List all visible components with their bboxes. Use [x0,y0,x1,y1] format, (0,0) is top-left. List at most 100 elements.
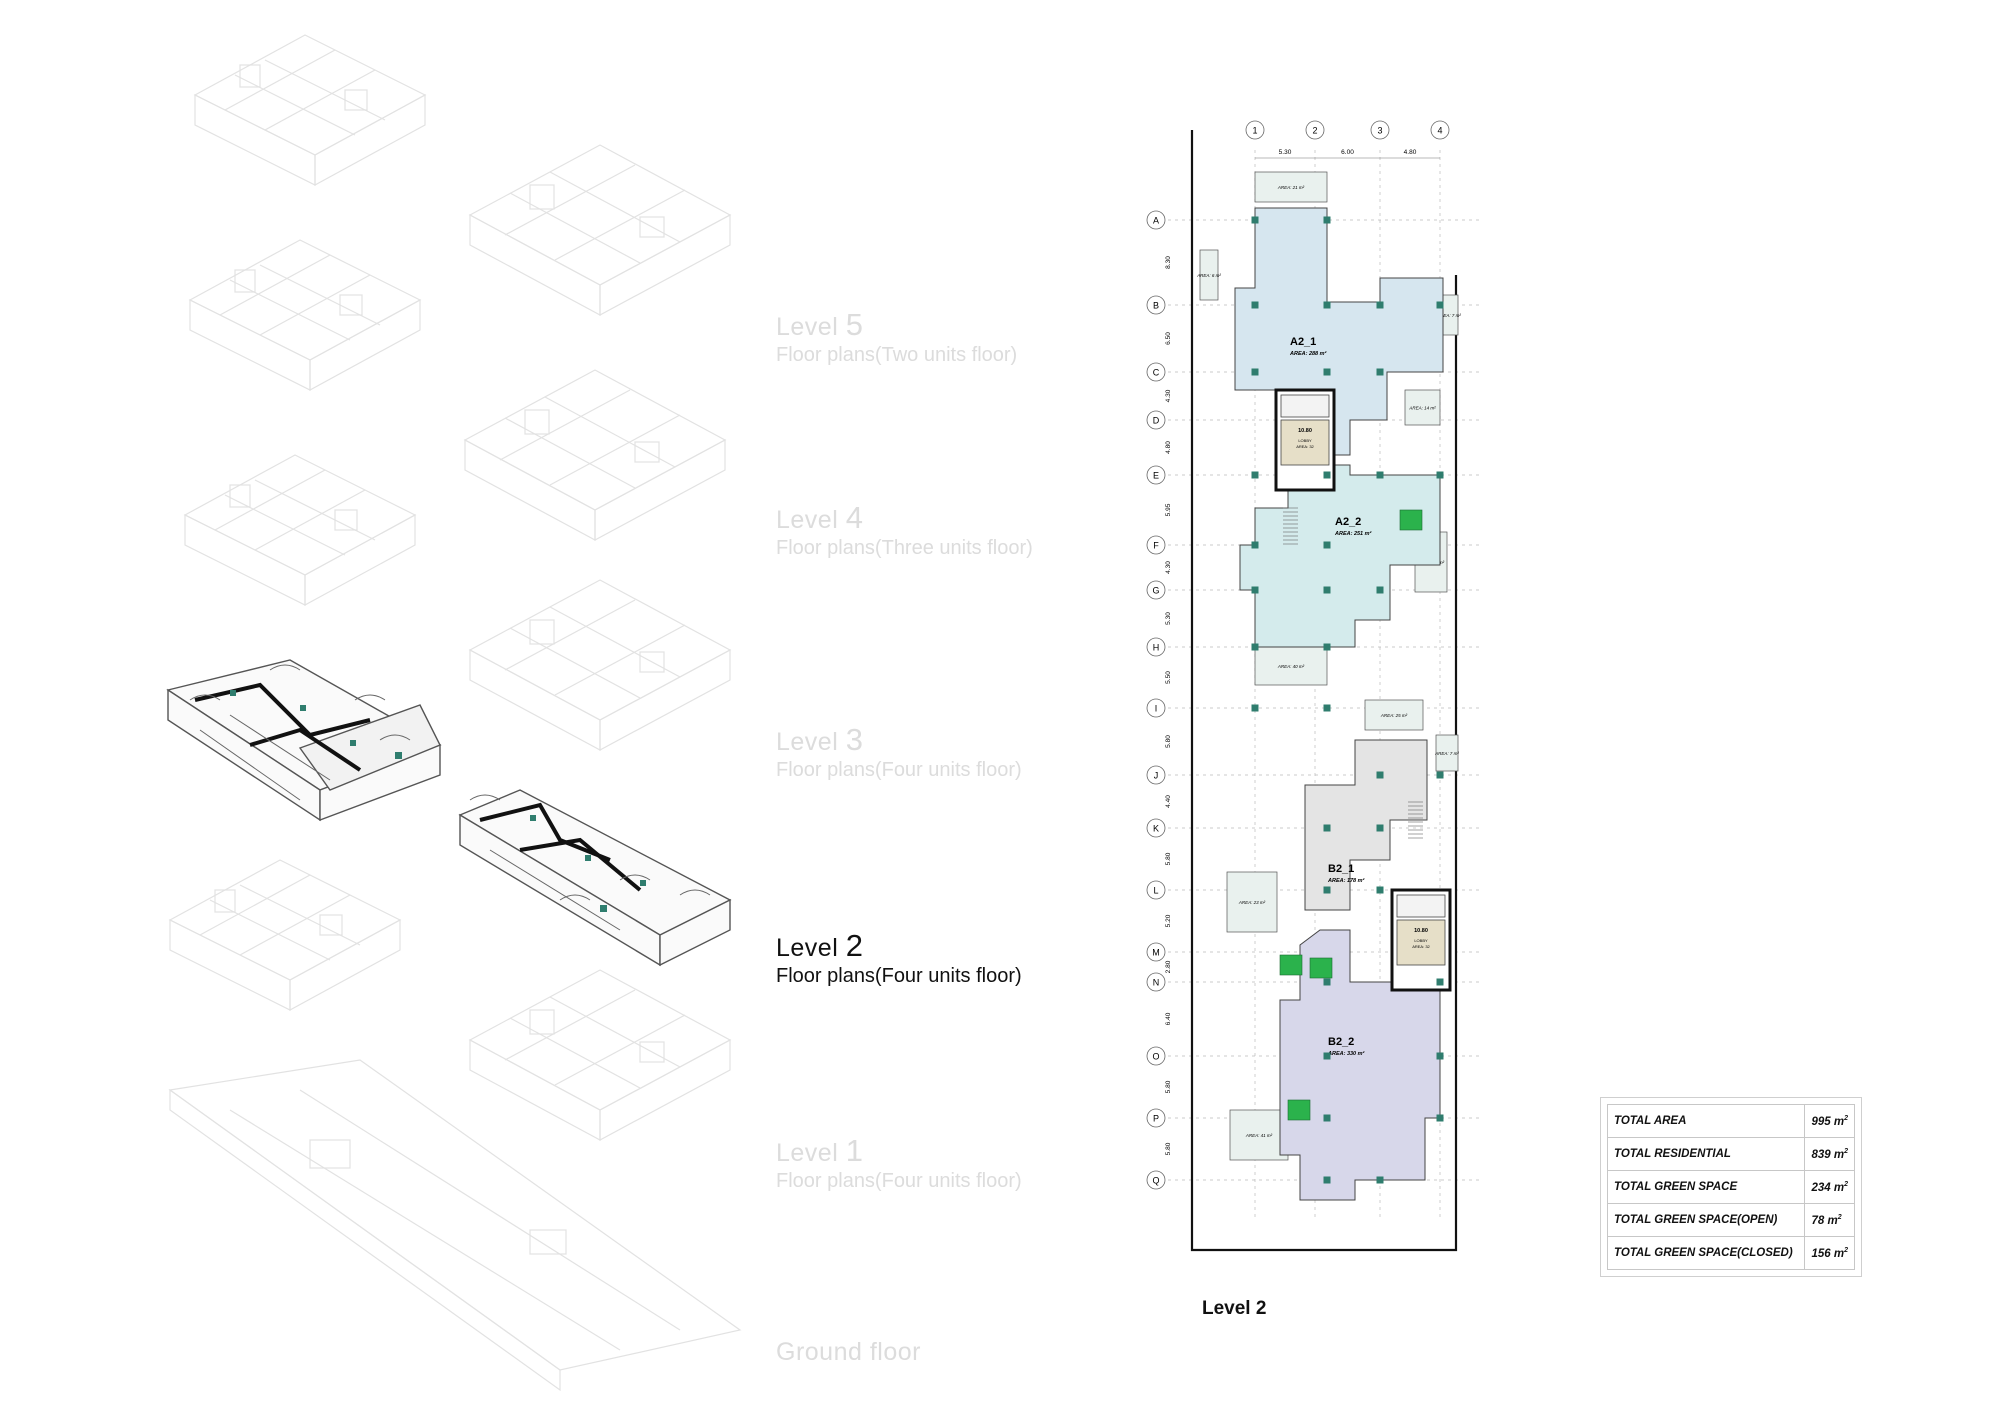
grid-bubble-row [1146,410,1166,430]
structural-column [1323,1052,1331,1060]
grid-bubble-row [1146,818,1166,838]
grid-label-row: H [1153,643,1160,653]
summary-row: TOTAL GREEN SPACE(OPEN)78 m2 [1606,1203,1855,1237]
grid-label-row: O [1152,1052,1159,1062]
row-spacing: 5.80 [1165,1142,1172,1155]
structural-column [1323,1176,1331,1184]
grid-label-row: M [1152,948,1160,958]
structural-column [1251,586,1259,594]
structural-column [1323,301,1331,309]
structural-column [1251,643,1259,651]
column-spacing: 4.80 [1404,149,1417,156]
level-4-label: Level 4 Floor plans(Three units floor) [776,500,1033,559]
small-area-label: AREA: 7 m² [1436,313,1461,318]
unit-a2-1 [1234,207,1444,456]
lobby-label: LOBBY [1298,438,1312,443]
structural-column [1251,368,1259,376]
structural-column [1323,978,1331,986]
grid-label-row: J [1154,771,1159,781]
small-area-label: AREA: 25 m² [1380,713,1408,718]
structural-column [1323,471,1331,479]
structural-column [1323,541,1331,549]
level-2-label: Level 2 Floor plans(Four units floor) [776,928,1022,987]
summary-label: TOTAL AREA [1606,1104,1806,1138]
column-spacing: 5.30 [1279,149,1292,156]
lobby [1396,919,1446,966]
structural-column [1436,1114,1444,1122]
elevator [1396,894,1446,918]
summary-value: 156 m2 [1804,1236,1855,1270]
grid-bubble-row [1146,362,1166,382]
unit-name: B2_1 [1328,863,1354,875]
summary-label: TOTAL RESIDENTIAL [1606,1137,1806,1171]
structural-column [1376,1176,1384,1184]
summary-value: 995 m2 [1804,1104,1855,1138]
grid-label-column: 4 [1437,126,1442,136]
structural-column [1436,1052,1444,1060]
summary-value: 839 m2 [1804,1137,1855,1171]
small-area [1254,171,1328,203]
lobby-area: AREA: 32 [1296,444,1314,449]
structural-column [1323,1114,1331,1122]
row-spacing: 4.40 [1165,795,1172,808]
grid-label-row: A [1153,216,1159,226]
structural-column [1376,586,1384,594]
structural-column [1376,471,1384,479]
structural-column [1251,216,1259,224]
grid-bubble-column [1430,120,1450,140]
row-spacing: 5.95 [1165,503,1172,516]
small-area [1254,646,1328,686]
structural-column [1323,586,1331,594]
row-spacing: 4.30 [1165,561,1172,574]
row-spacing: 5.80 [1165,1080,1172,1093]
structural-column [1251,541,1259,549]
unit-area: AREA: 251 m² [1334,530,1372,537]
lobby-area: AREA: 32 [1412,944,1430,949]
green-space [1399,509,1423,531]
row-spacing: 6.40 [1165,1012,1172,1025]
small-area-label: AREA: 40 m² [1277,664,1305,669]
grid-label-row: F [1153,541,1159,551]
grid-bubble-row [1146,880,1166,900]
structural-column [1376,368,1384,376]
small-area-label: AREA: 23 m² [1238,900,1266,905]
grid-label-row: D [1153,416,1160,426]
grid-bubble-row [1146,210,1166,230]
column-spacing: 6.00 [1341,149,1354,156]
lobby-label: LOBBY [1414,938,1428,943]
grid-bubble-row [1146,465,1166,485]
grid-label-row: K [1153,824,1159,834]
small-area [1229,1109,1289,1161]
structural-column [1376,301,1384,309]
grid-bubble-row [1146,1108,1166,1128]
grid-bubble-row [1146,972,1166,992]
unit-name: A2_1 [1290,336,1316,348]
structural-column [1436,978,1444,986]
small-area [1199,249,1219,301]
level-3-label: Level 3 Floor plans(Four units floor) [776,722,1022,781]
row-spacing: 5.30 [1165,612,1172,625]
exploded-axonometric [166,34,742,1392]
grid-bubble-row [1146,1046,1166,1066]
grid-bubble-row [1146,580,1166,600]
unit-b2-1 [1304,739,1428,911]
grid-bubble-row [1146,535,1166,555]
grid-label-row: N [1153,978,1160,988]
structural-column [1436,471,1444,479]
grid-label-row: C [1153,368,1160,378]
row-spacing: 4.80 [1165,441,1172,454]
structural-column [1376,824,1384,832]
grid-label-column: 1 [1252,126,1257,136]
unit-area: AREA: 178 m² [1327,877,1365,884]
small-area-label: AREA: 41 m² [1245,1133,1273,1138]
grid-bubble-column [1305,120,1325,140]
grid-bubble-column [1245,120,1265,140]
row-spacing: 5.20 [1165,914,1172,927]
structural-column [1376,771,1384,779]
row-spacing: 5.80 [1165,852,1172,865]
green-space [1279,954,1303,976]
structural-column [1251,471,1259,479]
